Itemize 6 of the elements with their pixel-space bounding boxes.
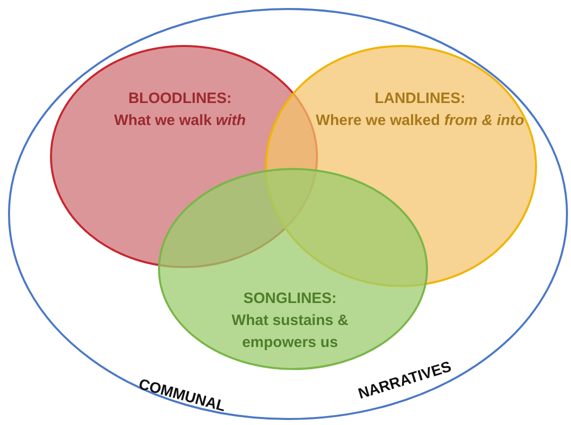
circle-description: Where we walked from & into xyxy=(314,111,526,131)
circle-heading: SONGLINES: xyxy=(242,289,338,309)
circle-description: What sustains & empowers us xyxy=(230,311,350,353)
circle-heading: BLOODLINES: xyxy=(127,89,233,109)
circle-heading: LANDLINES: xyxy=(374,89,466,109)
circle-description: What we walk with xyxy=(113,111,247,131)
